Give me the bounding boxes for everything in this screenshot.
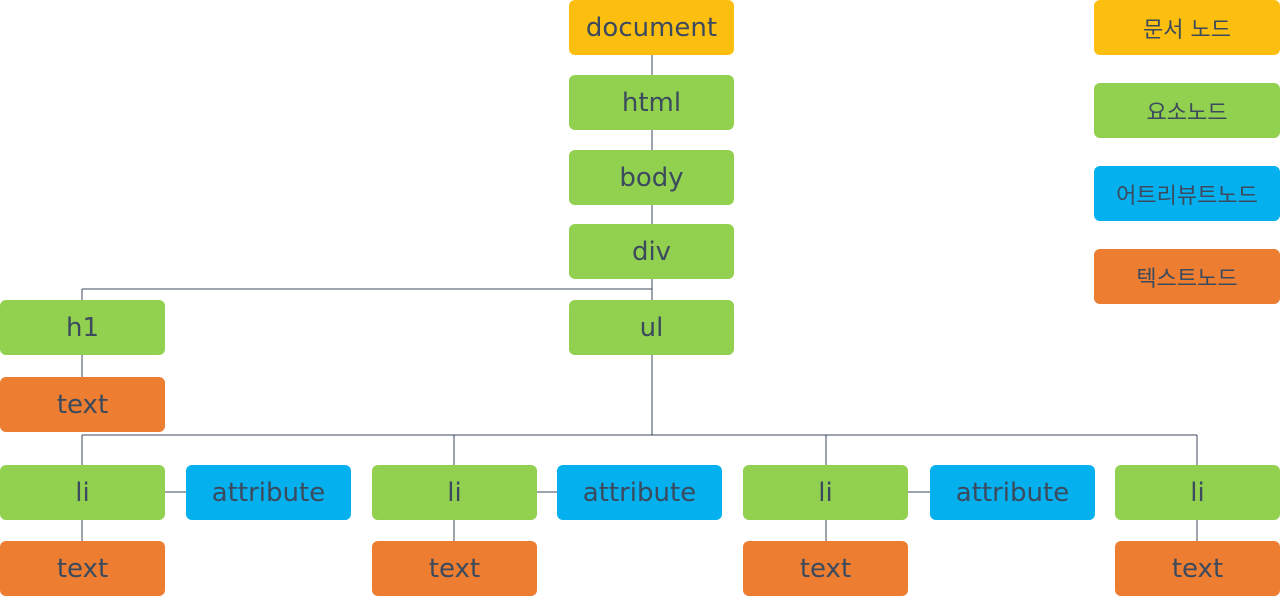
node-li-2: li (372, 465, 537, 520)
node-html: html (569, 75, 734, 130)
node-li-1: li (0, 465, 165, 520)
node-li-3-attribute: attribute (930, 465, 1095, 520)
node-h1-text: text (0, 377, 165, 432)
node-li-1-attribute: attribute (186, 465, 351, 520)
node-body: body (569, 150, 734, 205)
node-li-4-text: text (1115, 541, 1280, 596)
node-li-3-text: text (743, 541, 908, 596)
node-div: div (569, 224, 734, 279)
legend-text-node: 텍스트노드 (1094, 249, 1280, 304)
node-li-2-text: text (372, 541, 537, 596)
node-li-2-attribute: attribute (557, 465, 722, 520)
node-li-4: li (1115, 465, 1280, 520)
node-li-3: li (743, 465, 908, 520)
node-h1: h1 (0, 300, 165, 355)
node-ul: ul (569, 300, 734, 355)
legend-attribute-node: 어트리뷰트노드 (1094, 166, 1280, 221)
legend-document-node: 문서 노드 (1094, 0, 1280, 55)
node-li-1-text: text (0, 541, 165, 596)
node-document: document (569, 0, 734, 55)
legend-element-node: 요소노드 (1094, 83, 1280, 138)
